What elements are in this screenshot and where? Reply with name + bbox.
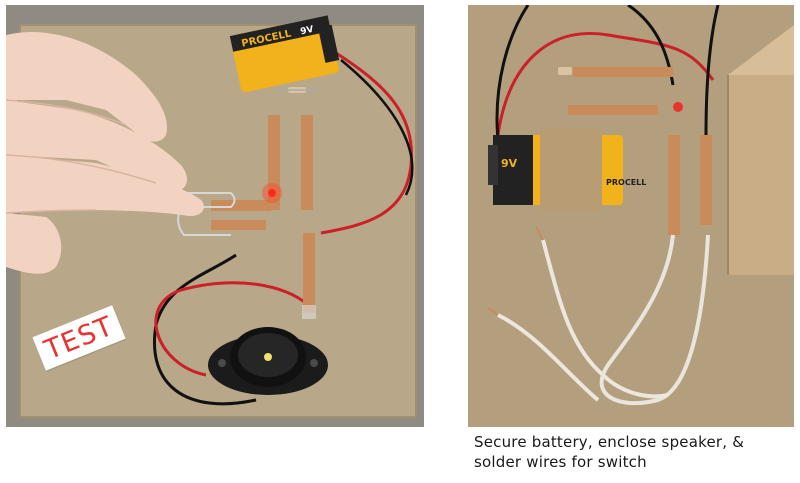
battery-voltage-text: 9V bbox=[300, 25, 315, 38]
battery-9v: 9V PROCELL bbox=[488, 129, 646, 211]
caption-line-1: Secure battery, enclose speaker, & bbox=[474, 433, 745, 451]
red-led bbox=[268, 189, 276, 197]
switch-wire bbox=[599, 234, 710, 406]
red-led bbox=[673, 102, 683, 112]
speaker-enclosure bbox=[727, 25, 794, 275]
paperclip-switch bbox=[177, 192, 236, 236]
resistor bbox=[558, 67, 572, 75]
black-wire-top bbox=[495, 5, 530, 141]
right-circuit-photo: 9V PROCELL bbox=[468, 5, 794, 427]
copper-strip bbox=[573, 67, 673, 77]
copper-strip bbox=[301, 115, 313, 210]
copper-strip bbox=[568, 105, 658, 115]
caption: Secure battery, enclose speaker, & solde… bbox=[474, 432, 794, 472]
copper-strip bbox=[668, 135, 680, 235]
copper-strip bbox=[211, 220, 266, 230]
hand bbox=[6, 31, 204, 274]
copper-strip bbox=[211, 200, 271, 211]
red-wire-top bbox=[496, 32, 715, 136]
battery-sleeve bbox=[540, 129, 602, 211]
piezo-buzzer bbox=[208, 327, 328, 395]
left-photo-illustration: PROCELL 9V bbox=[6, 5, 424, 427]
right-photo-illustration: 9V PROCELL bbox=[468, 5, 794, 427]
battery-9v: PROCELL 9V bbox=[229, 15, 340, 93]
battery-brand-text: PROCELL bbox=[606, 178, 646, 187]
black-wire bbox=[153, 253, 257, 406]
caption-line-2: solder wires for switch bbox=[474, 453, 647, 471]
copper-strip bbox=[303, 233, 315, 313]
red-wire-bottom bbox=[154, 281, 310, 377]
copper-strip bbox=[700, 135, 712, 225]
left-circuit-photo: PROCELL 9V bbox=[6, 5, 424, 427]
battery-voltage-text: 9V bbox=[501, 157, 518, 170]
copper-strip bbox=[268, 115, 280, 210]
